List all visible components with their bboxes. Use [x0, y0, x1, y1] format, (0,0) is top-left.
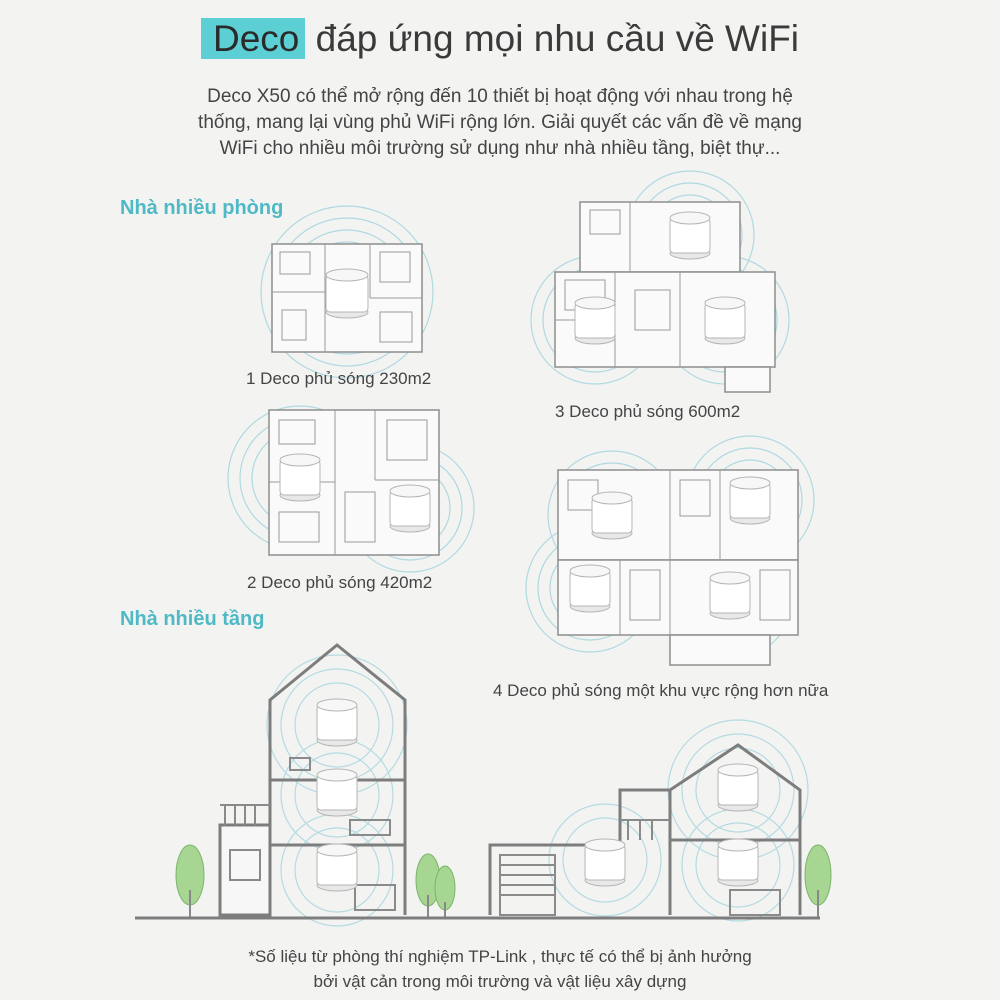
caption-3-deco: 3 Deco phủ sóng 600m2 — [555, 402, 741, 421]
intro-line: WiFi cho nhiều môi trường sử dụng như nh… — [219, 138, 781, 159]
section-heading-rooms: Nhà nhiều phòng — [120, 197, 284, 219]
deco-router — [569, 564, 611, 613]
deco-router — [584, 838, 626, 887]
page-title: Deco đáp ứng mọi nhu cầu về WiFi — [0, 18, 1000, 60]
floorplan-1-deco — [260, 205, 434, 379]
title-text: đáp ứng mọi nhu cầu về WiFi — [315, 18, 800, 59]
deco-router — [316, 698, 358, 747]
multi-storey-houses — [135, 643, 832, 927]
deco-router — [717, 763, 759, 812]
footnote-line: bởi vật cản trong môi trường và vật liệu… — [313, 972, 687, 991]
floorplan-2-deco — [227, 405, 475, 573]
deco-router — [709, 571, 751, 620]
intro-line: thống, mang lại vùng phủ WiFi rộng lớn. … — [198, 112, 802, 133]
deco-router — [389, 484, 431, 533]
intro-paragraph: Deco X50 có thể mở rộng đến 10 thiết bị … — [150, 84, 850, 162]
title-highlight: Deco — [200, 18, 306, 59]
caption-2-deco: 2 Deco phủ sóng 420m2 — [247, 573, 433, 592]
deco-router — [316, 843, 358, 892]
floorplan-3-deco — [530, 170, 790, 393]
footnote-line: *Số liệu từ phòng thí nghiệm TP-Link , t… — [248, 947, 752, 966]
caption-1-deco: 1 Deco phủ sóng 230m2 — [246, 369, 432, 388]
deco-router — [574, 296, 616, 345]
footnote: *Số liệu từ phòng thí nghiệm TP-Link , t… — [0, 944, 1000, 994]
deco-router — [669, 211, 711, 260]
floorplan-4-deco — [525, 435, 815, 666]
deco-router — [279, 453, 321, 502]
intro-line: Deco X50 có thể mở rộng đến 10 thiết bị … — [207, 86, 793, 107]
deco-router — [325, 268, 369, 319]
section-heading-floors: Nhà nhiều tầng — [120, 608, 265, 630]
deco-router — [704, 296, 746, 345]
deco-router — [729, 476, 771, 525]
deco-router — [717, 838, 759, 887]
deco-router — [316, 768, 358, 817]
deco-router — [591, 491, 633, 540]
caption-4-deco: 4 Deco phủ sóng một khu vực rộng hơn nữa — [493, 681, 829, 700]
